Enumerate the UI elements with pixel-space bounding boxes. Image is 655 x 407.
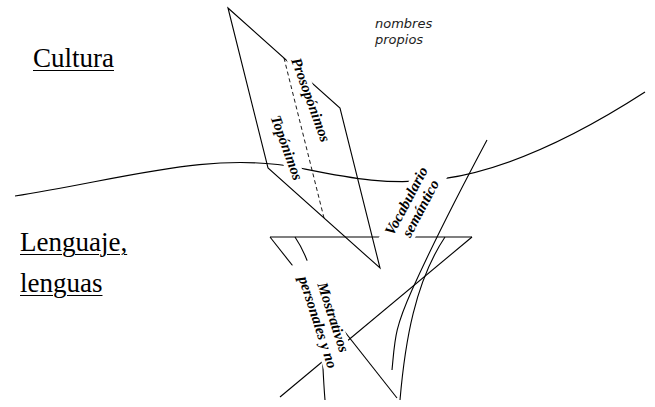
region-label: Lenguaje, lenguas <box>20 222 145 303</box>
heading-label: nombres propios <box>375 16 455 49</box>
boundary-curve <box>15 92 645 196</box>
plane-text: Prosopónimos <box>287 54 333 146</box>
star-shape: Mostrativos personales y no <box>265 232 477 402</box>
star-text: Mostrativos personales y no <box>291 256 359 384</box>
shape-outline <box>265 232 477 402</box>
plane-shape: nombres propiosProsopónimosTopónimos <box>228 8 388 270</box>
vocabulary-label: Vocabulario semántico <box>378 155 451 255</box>
region-label: Cultura <box>33 38 114 79</box>
shape-outline <box>228 8 388 270</box>
